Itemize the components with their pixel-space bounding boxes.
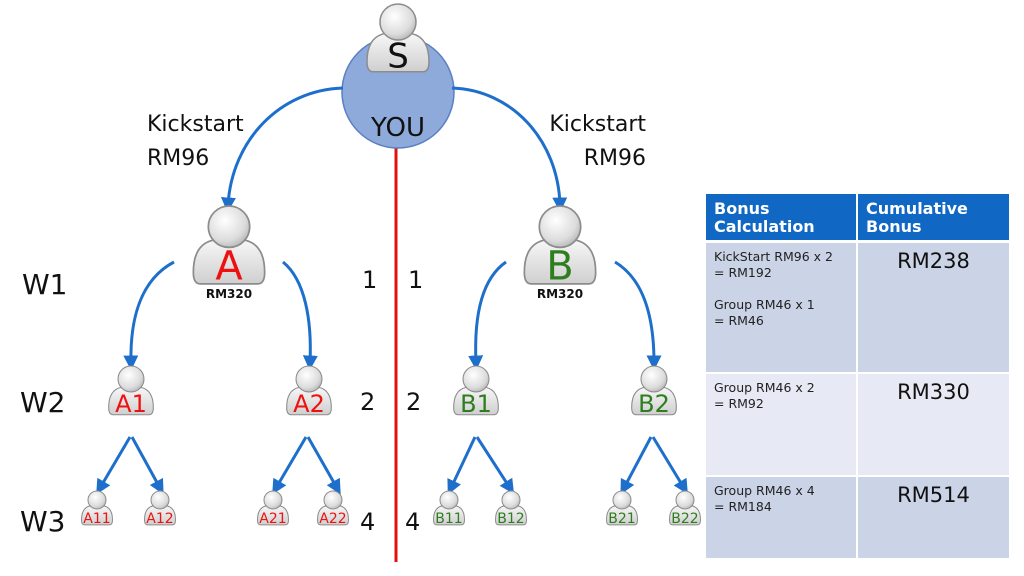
person-label: B22 [671,511,698,527]
person-node-a12: A12 [143,490,177,527]
table-row: KickStart RM96 x 2 = RM192 Group RM46 x … [706,241,1009,374]
person-label: S [387,37,409,77]
person-label: A11 [83,511,110,527]
edge-label-left: Kickstart RM96 [147,108,244,176]
count-left-w1: 1 [362,266,378,294]
bonus-calculation-cell: Group RM46 x 2 = RM92 [706,373,858,477]
arrow-root-to-A [220,86,344,213]
person-head-icon [87,490,107,510]
person-label: B21 [608,511,635,527]
edge-label-right-line2: RM96 [583,146,646,171]
person-label: B2 [638,390,670,418]
count-left-w2: 2 [360,388,376,416]
person-label: A21 [259,511,286,527]
person-head-icon [612,490,632,510]
person-node-a21: A21 [256,490,290,527]
person-label: A2 [293,390,325,418]
edge-label-left-line1: Kickstart [147,112,244,137]
person-label: B12 [497,511,524,527]
count-right-w3: 4 [405,508,421,536]
person-label: A22 [319,511,346,527]
person-head-icon [263,490,283,510]
table-row: Group RM46 x 4 = RM184 RM514 [706,476,1009,560]
arrow-root-to-B [451,86,568,213]
person-node-b12: B12 [494,490,528,527]
edge-label-right: Kickstart RM96 [542,108,646,176]
person-amount-label: RM320 [537,287,583,301]
person-head-icon [501,490,521,510]
cumulative-bonus-cell: RM330 [857,373,1009,477]
person-node-a1: A1 [108,365,154,418]
arrow-B-to-B2 [614,260,662,371]
arrow-A-to-A1 [123,260,175,371]
arrow-A1-to-A12 [130,436,164,495]
person-head-icon [207,205,251,249]
count-right-w1: 1 [408,266,424,294]
person-head-icon [462,365,490,393]
person-node-a2: A2 [286,365,332,418]
person-label: A12 [146,511,173,527]
cumulative-bonus-cell: RM514 [857,476,1009,560]
person-node-b21: B21 [605,490,639,527]
arrow-B-to-B1 [468,260,507,371]
count-right-w2: 2 [406,388,422,416]
person-head-icon [675,490,695,510]
person-node-b22: B22 [668,490,702,527]
level-label-w1: W1 [22,268,68,301]
person-label: B1 [460,390,492,418]
person-head-icon [295,365,323,393]
person-node-b1: B1 [453,365,499,418]
person-head-icon [323,490,343,510]
person-label: B [546,243,573,289]
arrow-A2-to-A22 [306,436,341,495]
person-label: A1 [115,390,147,418]
person-head-icon [640,365,668,393]
arrow-A-to-A2 [282,260,318,371]
person-node-root: S [366,3,430,77]
person-label: B11 [435,511,462,527]
person-head-icon [379,3,417,41]
bonus-table-header-row: Bonus Calculation Cumulative Bonus [706,194,1009,243]
person-head-icon [538,205,582,249]
person-head-icon [150,490,170,510]
person-node-a11: A11 [80,490,114,527]
person-amount-label: RM320 [206,287,252,301]
edge-label-left-line2: RM96 [147,146,210,171]
arrow-A1-to-A11 [96,436,132,495]
arrow-B1-to-B12 [475,436,515,495]
header-bonus-calculation: Bonus Calculation [706,194,858,243]
table-row: Group RM46 x 2 = RM92 RM330 [706,373,1009,477]
person-node-b11: B11 [432,490,466,527]
arrow-B1-to-B11 [447,436,477,495]
bonus-calculation-cell: Group RM46 x 4 = RM184 [706,476,858,560]
person-head-icon [439,490,459,510]
person-node-b2: B2 [631,365,677,418]
count-left-w3: 4 [360,508,376,536]
bonus-calculation-cell: KickStart RM96 x 2 = RM192 Group RM46 x … [706,241,858,374]
arrow-B2-to-B22 [651,436,688,495]
root-caption: YOU [370,113,425,143]
bonus-table: Bonus Calculation Cumulative Bonus KickS… [706,194,1009,560]
level-label-w3: W3 [20,505,66,538]
cumulative-bonus-cell: RM238 [857,241,1009,374]
arrow-A2-to-A21 [272,436,308,495]
person-node-a22: A22 [316,490,350,527]
arrow-B2-to-B21 [620,436,653,495]
header-cumulative-bonus: Cumulative Bonus [857,194,1009,243]
level-label-w2: W2 [20,386,66,419]
person-head-icon [117,365,145,393]
edge-label-right-line1: Kickstart [549,112,646,137]
person-label: A [215,243,243,289]
